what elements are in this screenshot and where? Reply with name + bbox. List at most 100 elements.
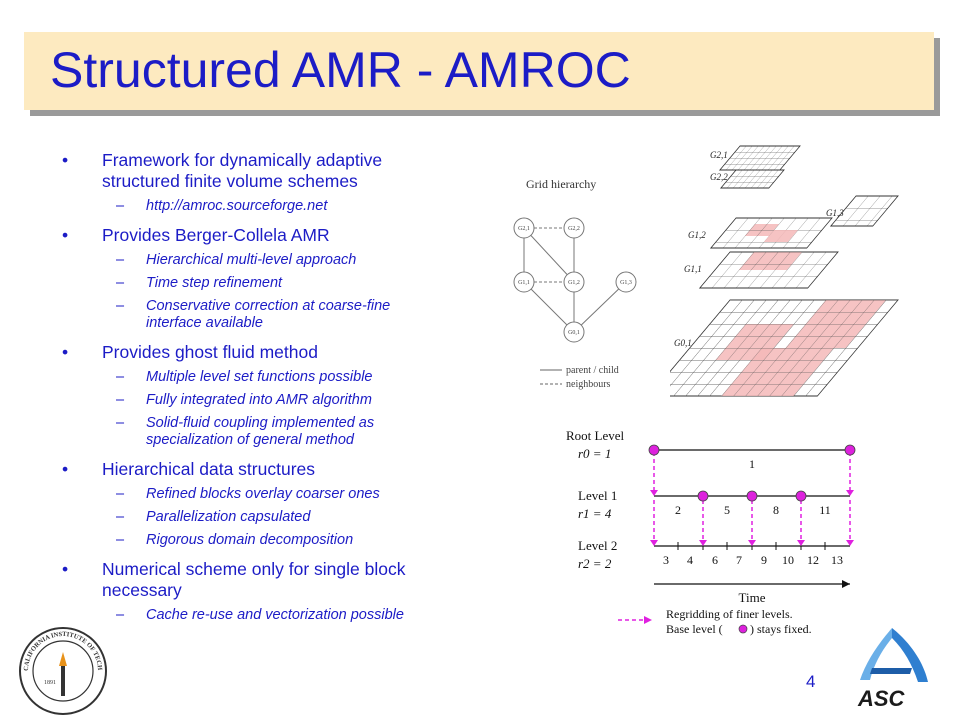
sub-bullet-4-3: –Rigorous domain decomposition <box>116 532 354 548</box>
node-g12-label: G1,2 <box>568 280 580 286</box>
time-step-figure: Root Level r0 = 1 Level 1 r1 = 4 Level 2… <box>566 428 856 636</box>
grid-layers: G2,1 G2,2 G1,3 G1,2 G1,1 G0,1 <box>670 145 899 397</box>
node-g13 <box>615 271 637 293</box>
bullet-1-line2: structured finite volume schemes <box>102 171 358 191</box>
asc-wordmark: ASC <box>857 686 906 710</box>
amroc-url: http://amroc.sourceforge.net <box>146 198 328 214</box>
sub-bullet-2-2-text: Time step refinement <box>146 275 283 291</box>
sub-bullet-1-1: –http://amroc.sourceforge.net <box>116 198 328 214</box>
sub-bullet-2-1-text: Hierarchical multi-level approach <box>146 252 357 268</box>
legend-parent-child: parent / child <box>566 365 619 376</box>
sub-bullet-2-3-line1: Conservative correction at coarse-fine <box>146 298 391 314</box>
time-axis-label: Time <box>739 590 766 605</box>
level1-dot-2 <box>746 490 758 502</box>
level2-step-3: 3 <box>663 553 669 567</box>
level2-step-9: 9 <box>761 553 767 567</box>
grid-g21 <box>718 145 801 171</box>
node-g22-label: G2,2 <box>568 226 580 232</box>
grid-hierarchy-title: Grid hierarchy <box>526 177 596 191</box>
sub-bullet-3-3-line1: Solid-fluid coupling implemented as <box>146 415 375 431</box>
layer-label-g22: G2,2 <box>710 172 728 182</box>
sub-bullet-5-1-text: Cache re-use and vectorization possible <box>146 607 404 623</box>
level2-step-6: 6 <box>712 553 718 567</box>
node-g22 <box>563 217 585 239</box>
title-banner: Structured AMR - AMROC <box>24 32 934 110</box>
root-step-1: 1 <box>749 457 755 471</box>
sub-bullet-4-3-text: Rigorous domain decomposition <box>146 532 354 548</box>
legend-dot-icon <box>738 624 748 634</box>
level1-step-5: 5 <box>724 503 730 517</box>
level1-step-2: 2 <box>675 503 681 517</box>
legend-base-level-a: Base level ( <box>666 622 723 636</box>
level2-step-13: 13 <box>831 553 843 567</box>
legend-neighbours: neighbours <box>566 379 611 390</box>
grid-g12 <box>709 217 833 249</box>
grid-g01 <box>670 299 899 397</box>
level1-step-8: 8 <box>773 503 779 517</box>
sub-bullet-4-1-text: Refined blocks overlay coarser ones <box>146 486 380 502</box>
sub-bullet-2-3-line2: interface available <box>146 315 263 331</box>
grid-g11 <box>698 251 839 289</box>
level1-label: Level 1 <box>578 488 617 503</box>
legend-regridding: Regridding of finer levels. <box>666 607 793 621</box>
level1-step-11: 11 <box>819 503 831 517</box>
bullet-3: •Provides ghost fluid method <box>62 342 318 362</box>
bullet-1: • Framework for dynamically adaptive str… <box>62 150 383 191</box>
sub-bullet-4-2-text: Parallelization capsulated <box>146 509 311 525</box>
seal-year: 1891 <box>44 680 56 686</box>
layer-label-g12: G1,2 <box>688 230 706 240</box>
level1-ratio: r1 = 4 <box>578 506 612 521</box>
grid-hierarchy-graph: Grid hierarchy G2,1 G2,2 G1,1 G1,2 G1,3 … <box>513 177 637 390</box>
layer-label-g01: G0,1 <box>674 338 692 348</box>
root-dot-start <box>648 444 660 456</box>
bullet-5-line1: Numerical scheme only for single block <box>102 559 406 579</box>
page-number: 4 <box>806 672 816 691</box>
level2-step-4: 4 <box>687 553 693 567</box>
slide-title: Structured AMR - AMROC <box>50 42 631 98</box>
layer-label-g13: G1,3 <box>826 208 844 218</box>
node-g13-label: G1,3 <box>620 280 632 286</box>
legend-arrowhead <box>644 616 652 624</box>
node-g01-label: G0,1 <box>568 330 580 336</box>
bullet-1-line1: Framework for dynamically adaptive <box>102 150 383 170</box>
bullet-3-text: Provides ghost fluid method <box>102 342 318 362</box>
layer-label-g11: G1,1 <box>684 264 702 274</box>
node-g01 <box>563 321 585 343</box>
root-dot-end <box>844 444 856 456</box>
node-g21 <box>513 217 535 239</box>
bullet-4-text: Hierarchical data structures <box>102 459 315 479</box>
asc-swoosh-icon <box>892 628 928 682</box>
bullet-5-line2: necessary <box>102 580 182 600</box>
sub-bullet-4-2: –Parallelization capsulated <box>116 509 311 525</box>
sub-bullet-3-1: –Multiple level set functions possible <box>116 369 373 385</box>
node-g11-label: G1,1 <box>518 280 530 286</box>
grid-g22 <box>719 169 785 189</box>
sub-bullet-3-1-text: Multiple level set functions possible <box>146 369 373 385</box>
sub-bullet-2-2: –Time step refinement <box>116 275 283 291</box>
layer-label-g21: G2,1 <box>710 150 728 160</box>
torch-flame-icon <box>59 652 67 666</box>
root-ratio: r0 = 1 <box>578 446 611 461</box>
bullet-list: • Framework for dynamically adaptive str… <box>62 150 492 624</box>
node-g11 <box>513 271 535 293</box>
sub-bullet-3-2-text: Fully integrated into AMR algorithm <box>146 392 372 408</box>
bullet-4: •Hierarchical data structures <box>62 459 315 479</box>
grid-g13 <box>829 195 899 227</box>
sub-bullet-3-3-line2: specialization of general method <box>146 432 354 448</box>
caltech-seal-logo: CALIFORNIA INSTITUTE OF TECHNOLOGY 1891 <box>18 626 107 715</box>
node-g12 <box>563 271 585 293</box>
legend-base-level-b: ) stays fixed. <box>750 622 812 636</box>
torch-handle-icon <box>61 666 65 696</box>
time-axis-arrowhead <box>842 580 850 588</box>
level2-step-12: 12 <box>807 553 819 567</box>
sub-bullet-4-1: –Refined blocks overlay coarser ones <box>116 486 380 502</box>
level1-dot-1 <box>697 490 709 502</box>
level2-label: Level 2 <box>578 538 617 553</box>
level2-step-7: 7 <box>736 553 742 567</box>
sub-bullet-5-1: –Cache re-use and vectorization possible <box>116 607 404 623</box>
level1-dot-3 <box>795 490 807 502</box>
level2-ratio: r2 = 2 <box>578 556 612 571</box>
level2-step-10: 10 <box>782 553 794 567</box>
asc-logo: ASC <box>857 628 928 710</box>
